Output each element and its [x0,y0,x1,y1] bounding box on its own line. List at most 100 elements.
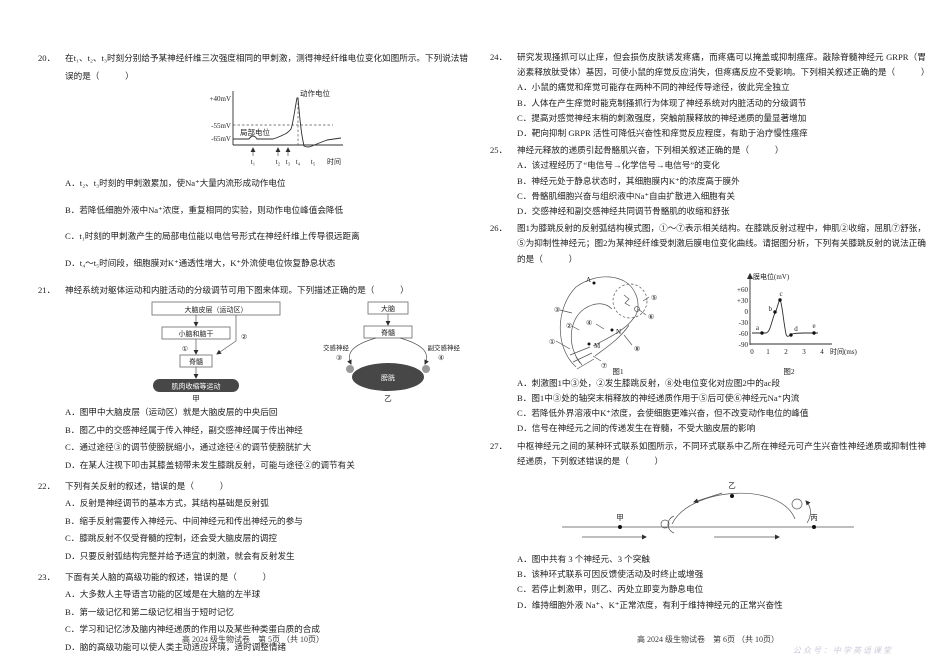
q26-fig1-dot-N [610,328,614,332]
q21-option-b: B．图乙中的交感神经属于传入神经，副交感神经属于传出神经 [65,424,303,435]
q21-figure-jia: 大脑皮层（运动区） 小脑和脑干 ① ② 脊髓 肌肉收缩等运动 甲 [151,301,281,403]
question-21: 21． 神经系统对躯体运动和内脏活动的分级调节可用下图来体现。下列描述正确的是（… [38,282,468,475]
q23-option-a: A．大多数人主导语言功能的区域是在大脑的左半球 [65,589,261,600]
question-27-number: 27． [490,440,508,451]
q26-leg-outline [559,276,639,370]
q26-figures: ③ ② ① ④ ⑤ ⑥ ⑧ ⑦ A N M 图1 [546,269,926,376]
q20-option-c: C．t₁时刻的甲刺激产生的局部电位能以电信号形式在神经纤维上传导很远距离 [65,231,360,242]
q26-fig1-num6: ⑥ [648,313,654,321]
page-5: 20． 在t₁、t₂、t₃时刻分别给予某神经纤维三次强度相同的甲刺激，测得神经纤… [38,50,468,659]
q21-yi-nerve-paths [347,337,429,365]
q26-interneuron-glyphs [623,294,640,312]
q27-dot-yi [730,494,734,499]
question-25-stem: 25． 神经元释放的递质引起骨骼肌兴奋，下列相关叙述正确的是（ ） [490,143,926,158]
q21-jia-num1: ① [182,345,188,353]
q20-axes [232,91,343,146]
q26-fig2-ytick-m60: -60 [739,330,749,338]
question-26-stem-text: 图1为膝跳反射的反射弧结构模式图，①～⑦表示相关结构。在膝跳反射过程中，伸肌②收… [517,223,926,264]
q27-option-d: D．维持细胞外液 Na⁺、K⁺正常浓度，有利于维持神经元的正常兴奋性 [517,599,783,610]
q21-figures: 大脑皮层（运动区） 小脑和脑干 ① ② 脊髓 肌肉收缩等运动 甲 [138,301,468,403]
question-27-stem-text: 中枢神经元之间的某种环式联系如图所示，不同环式联系中乙所在神经元可产生兴奋性神经… [517,440,926,466]
question-20-number: 20． [38,53,56,63]
q20-local-potential-label: 局部电位 [240,127,270,137]
q22-option-d: D．只要反射弧结构完整并给予适宜的刺激，就会有反射发生 [65,550,295,561]
q26-fig1-point-N: N [616,328,621,336]
q21-jia-arrows [193,315,237,380]
q21-jia-box-spinal-label: 脊髓 [189,357,203,366]
q27-neural-loop-figure: 甲 乙 丙 [562,481,854,540]
q21-yi-box-spinal [363,325,413,339]
question-20-stem-text: 在t₁、t₂、t₃时刻分别给予某神经纤维三次强度相同的甲刺激，测得神经纤维电位变… [65,53,468,81]
q21-jia-box-cortex-label: 大脑皮层（运动区） [185,305,248,314]
q26-fig1-num4: ④ [586,319,592,327]
q21-jia-box-muscle-label: 肌肉收缩等运动 [172,382,221,391]
q21-yi-caption: 乙 [384,394,392,403]
q21-jia-box-cerebellum [161,326,231,340]
question-24-number: 24． [490,52,508,62]
q21-yi-box-brain-label: 大脑 [381,304,395,313]
question-24-stem: 24． 研究发现搔抓可以止痒，但会损伤皮肤诱发疼痛，而疼痛可以掩盖或抑制瘙痒。敲… [490,50,930,80]
question-24-stem-text: 研究发现搔抓可以止痒，但会损伤皮肤诱发疼痛，而疼痛可以掩盖或抑制瘙痒。敲除脊髓神… [517,52,930,78]
question-25-number: 25． [490,145,508,156]
q20-option-d: D．t₄～t₅时间段，细胞膜对K⁺通透性增大，K⁺外流使电位恢复静息状态 [65,257,336,268]
q20-ylabel-minus55: -55mV [211,122,231,130]
question-23: 23． 下面有关人脑的高级功能的叙述，错误的是（ ） A．大多数人主导语言功能的… [38,569,468,657]
question-23-stem: 23． 下面有关人脑的高级功能的叙述，错误的是（ ） [38,569,468,587]
question-25: 25． 神经元释放的递质引起骨骼肌兴奋，下列相关叙述正确的是（ ） A．该过程经… [490,143,926,219]
q26-fig1-caption: 图1 [612,367,623,376]
question-22-number: 22． [38,480,56,491]
question-21-stem: 21． 神经系统对躯体运动和内脏活动的分级调节可用下图来体现。下列描述正确的是（… [38,282,468,300]
question-21-stem-text: 神经系统对躯体运动和内脏活动的分级调节可用下图来体现。下列描述正确的是（ ） [65,284,409,295]
q26-leader-lines [555,296,650,362]
q26-fig2-ylabel: 膜电位(mV) [753,272,790,281]
q26-fig2-label-d: d [794,325,798,333]
q24-option-c: C．提高对感觉神经末梢的刺激强度，突触前膜释放的神经递质的量显著增加 [517,112,807,123]
q20-tick-t1: t₁ [251,158,255,166]
q26-fig2-ytick-m90: -90 [739,341,749,349]
q24-option-a: A．小鼠的痛觉和痒觉可能存在两种不同的神经传导途径，彼此完全独立 [517,82,790,93]
q20-tick-t5: t₅ [311,158,316,166]
q26-fig2-caption: 图2 [783,367,794,376]
q24-option-b: B．人体在产生痒觉时能克制搔抓行为体现了神经系统对内脏活动的分级调节 [517,97,807,108]
q26-fig2-xtick-2: 2 [784,348,788,356]
q26-fig2-ytick-m30: -30 [739,319,749,327]
question-21-number: 21． [38,284,56,295]
q25-option-a: A．该过程经历了“电信号→化学信号→电信号”的变化 [517,160,720,171]
question-25-stem-text: 神经元释放的递质引起骨骼肌兴奋，下列相关叙述正确的是（ ） [517,145,784,156]
q27-synapse-glyphs [660,498,811,534]
q26-fig1-dot-A [592,281,596,285]
q26-option-b: B．图1中③处的轴突末梢释放的神经递质作用于⑤后可使⑥神经元Na⁺内流 [517,393,800,404]
q26-fig2-ytick-30: +30 [737,297,748,305]
q20-option-a: A．t₂、t₃时刻的甲刺激累加，使Na⁺大量内流形成动作电位 [65,178,286,189]
page-6-footer: 高 2024 级生物试卷 第 6页 （共 10页） [637,635,779,644]
q20-tick-t2: t₂ [276,158,281,166]
q21-jia-box-muscle [153,379,239,393]
q26-fig2-axes [746,272,832,345]
q20-stimulus-arrows [250,147,291,157]
q26-fig1-num7: ⑦ [601,362,607,370]
page-5-footer: 高 2024 级生物试卷 第 5页 （共 10页） [182,635,324,644]
q20-tick-t4: t₄ [296,158,301,166]
q26-fig2-label-c: c [779,290,782,298]
q26-option-c: C．若降低外界溶液中K⁺浓度，会使细胞更难兴奋，但不改变动作电位的峰值 [517,408,809,419]
q21-yi-num4: ④ [438,354,444,362]
q20-xlabel: 时间 [327,157,341,166]
q26-fig2-points [760,298,816,337]
q26-figure-1-reflex-arc: ③ ② ① ④ ⑤ ⑥ ⑧ ⑦ A N M 图1 [549,276,657,376]
q20-tick-t3: t₃ [286,158,291,166]
q26-fig1-num1: ① [549,338,555,346]
q21-jia-num2: ② [241,333,247,341]
q26-fig2-curve [752,299,818,337]
q27-label-yi: 乙 [728,481,736,490]
q27-option-a: A．图中共有 3 个神经元、3 个突触 [517,554,650,565]
q21-jia-caption: 甲 [192,394,200,403]
q22-option-a: A．反射是神经调节的基本方式，其结构基础是反射弧 [65,498,269,509]
q26-figure-2-potential-curve: 膜电位(mV) +60 +30 0 -30 -60 -90 0 1 2 3 4 … [737,272,857,376]
q26-fig2-xtick-1: 1 [766,348,770,356]
question-26-number: 26． [490,223,508,234]
q20-action-potential-label: 动作电位 [300,88,330,98]
q27-dot-bing [812,525,816,530]
q27-direction-arrows [582,492,780,540]
q26-fig1-dot-M [587,342,591,346]
q21-jia-box-cerebellum-label: 小脑和脑干 [179,329,214,338]
